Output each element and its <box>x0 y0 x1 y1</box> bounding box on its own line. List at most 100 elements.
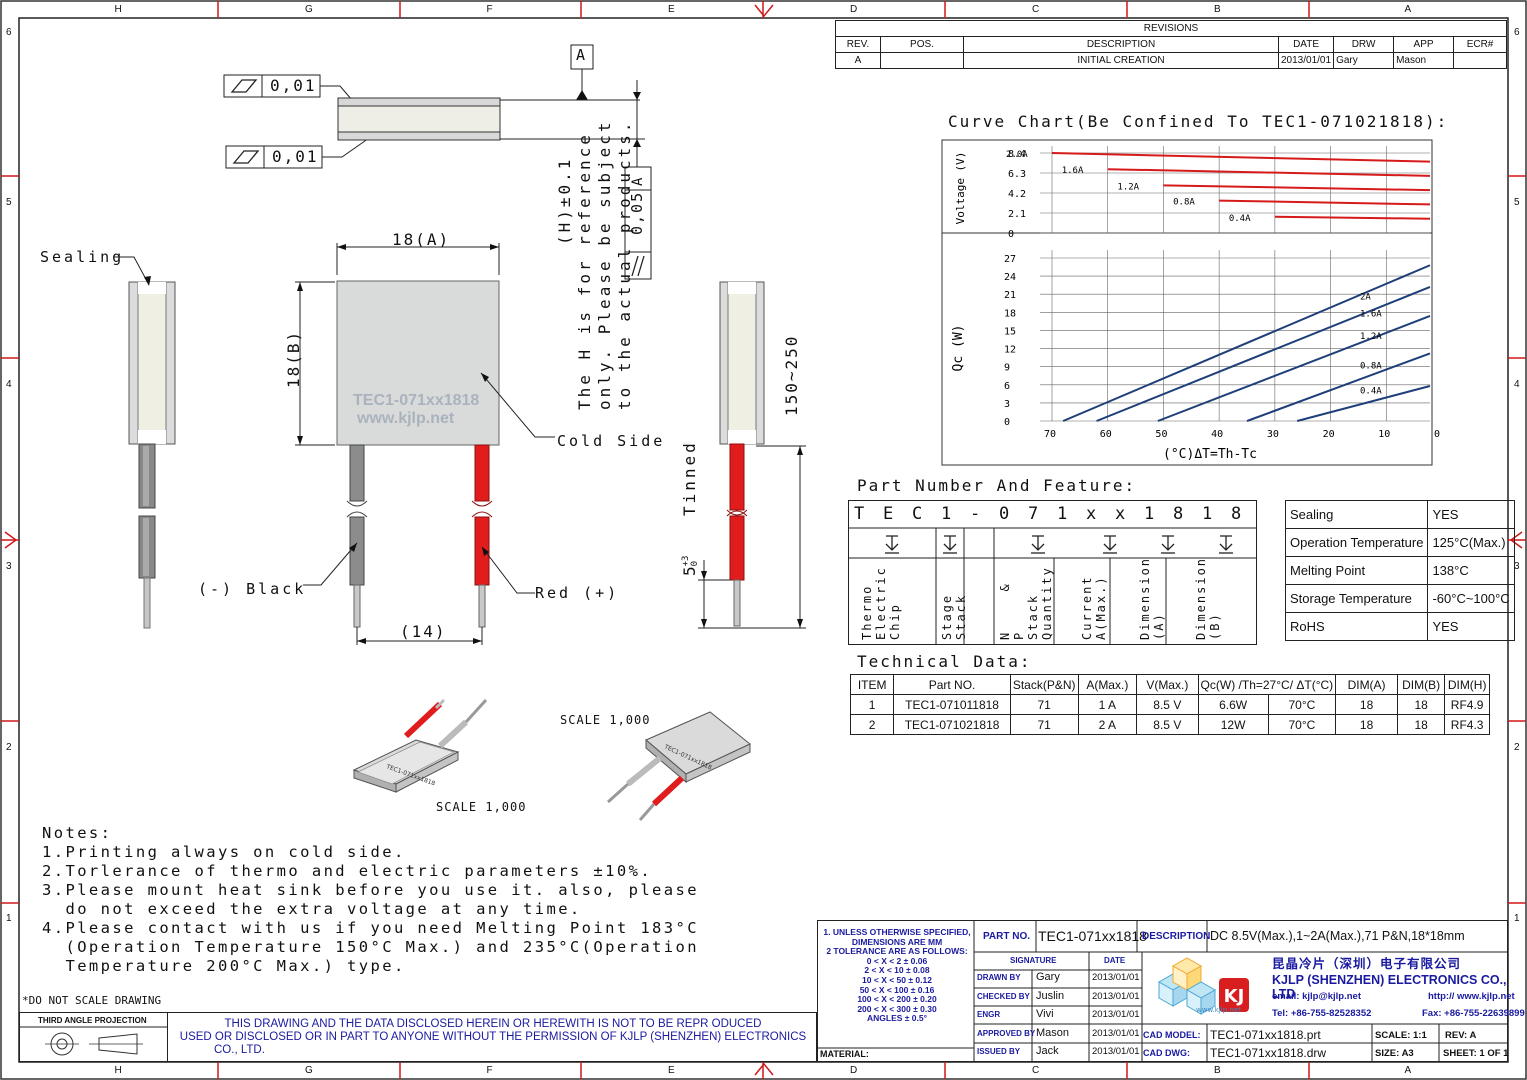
sign-name: Gary <box>1036 971 1060 983</box>
zone-column-label: F <box>486 1065 493 1076</box>
tolerance-line: 2 < X < 10 ± 0.08 <box>864 965 930 976</box>
signature-label: SIGNATURE <box>1010 956 1057 965</box>
feature-value: 138°C <box>1427 556 1515 585</box>
part-number-group-label: Dimension (B) <box>1194 556 1222 640</box>
feature-name: Storage Temperature <box>1284 584 1429 613</box>
qc-tick-label: 27 <box>1004 254 1016 265</box>
qc-tick-label: 3 <box>1004 399 1010 410</box>
voltage-series-line <box>1219 199 1431 206</box>
disclaimer-line: THIS DRAWING AND THE DATA DISCLOSED HERE… <box>224 1018 762 1030</box>
tech-cell: 71 <box>1009 694 1079 715</box>
part-number-character: C <box>912 504 923 524</box>
black-wire-label: (-) Black <box>198 580 307 598</box>
cad-model-value: TEC1-071xx1818.prt <box>1210 1028 1321 1042</box>
technical-data-title: Technical Data: <box>857 652 1032 671</box>
part-number-character: 0 <box>999 504 1010 524</box>
qc-tick-label: 0 <box>1004 417 1010 428</box>
dim-wire-length: 150~250 <box>782 334 801 416</box>
zone-column-label: A <box>1404 1065 1412 1076</box>
sign-date: 2013/01/01 <box>1092 972 1140 983</box>
part-number-character: x <box>1115 504 1126 524</box>
dt-tick-label: 40 <box>1211 429 1223 440</box>
qc-series-line <box>1096 286 1431 422</box>
sign-role: DRAWN BY <box>977 973 1021 982</box>
part-number-character: 1 <box>1144 504 1155 524</box>
part-number-character: 8 <box>1173 504 1184 524</box>
zone-column-label: B <box>1214 1065 1221 1076</box>
voltage-tick-label: 2.1 <box>1008 209 1026 220</box>
qc-series-label: 1.2A <box>1360 332 1382 342</box>
zone-row-label: 3 <box>6 560 12 572</box>
tech-cell: TEC1-071011818 <box>893 694 1011 715</box>
front-view <box>295 243 555 645</box>
sign-date: 2013/01/01 <box>1092 990 1140 1002</box>
disclaimer: THIS DRAWING AND THE DATA DISCLOSED HERE… <box>168 1018 818 1057</box>
part-number-character: 1 <box>941 504 952 524</box>
feature-name: Operation Temperature <box>1284 528 1429 557</box>
part-number-character: E <box>883 504 894 524</box>
tech-cell: 8.5 V <box>1136 714 1199 735</box>
voltage-series-label: 1.2A <box>1117 182 1139 192</box>
module-print: TEC1-071xx1818 www.kjlp.net <box>353 392 479 428</box>
feature-name: RoHS <box>1284 612 1429 641</box>
qc-series-label: 1.6A <box>1360 309 1382 319</box>
tech-cell: 2 A <box>1077 714 1138 735</box>
dt-tick-label: 10 <box>1378 429 1390 440</box>
part-number-group-label: Thermo Electric Chip <box>860 566 902 640</box>
part-no-value: TEC1-071xx1818 <box>1038 928 1147 944</box>
company-name-en: KJLP (SHENZHEN) ELECTRONICS CO., LTD <box>1272 973 1507 1001</box>
zone-row-label: 2 <box>6 742 12 753</box>
qc-tick-label: 9 <box>1004 363 1010 374</box>
sign-role: ENGR <box>977 1010 1001 1019</box>
sign-role: ISSUED BY <box>977 1047 1021 1056</box>
zone-column-label: H <box>114 4 122 15</box>
dim-width-a: 18(A) <box>392 230 451 249</box>
sealing-leader <box>114 256 151 286</box>
tolerance-block: 1. UNLESS OTHERWISE SPECIFIED, DIMENSION… <box>822 927 972 1024</box>
voltage-tick-label: 0 <box>1008 229 1014 240</box>
tolerance-line: 200 < X < 300 ± 0.30 <box>857 1003 937 1014</box>
company-name-cn: 昆晶冷片（深圳）电子有限公司 <box>1272 956 1462 971</box>
feature-value: 125°C(Max.) <box>1427 528 1515 557</box>
qc-series-line <box>1246 352 1431 422</box>
part-no-label: PART NO. <box>983 931 1031 942</box>
flatness-value-bottom: 0,01 <box>272 147 319 166</box>
sign-name: Mason <box>1036 1026 1070 1039</box>
zone-row-label: 2 <box>1514 742 1520 753</box>
zone-row-label: 5 <box>6 197 12 208</box>
ecr-value <box>1453 52 1507 69</box>
zone-row-label: 4 <box>1514 379 1520 390</box>
tech-cell: 6.6W <box>1197 694 1269 715</box>
voltage-tick-label: 4.2 <box>1008 189 1026 200</box>
app-header: APP <box>1393 36 1455 53</box>
zone-row-label: 3 <box>1514 560 1520 572</box>
title-block-frame: KJ <box>817 920 1508 1062</box>
red-wire-label: Red (+) <box>535 584 620 602</box>
dt-tick-label: 60 <box>1100 429 1112 440</box>
tin-length-value: 5 <box>680 566 699 576</box>
dt-tick-label: 20 <box>1323 429 1335 440</box>
tech-cell: 70°C <box>1267 714 1337 735</box>
voltage-series-line <box>1274 215 1431 220</box>
revisions-title: REVISIONS <box>835 20 1507 37</box>
note-line: 1.Printing always on cold side. <box>42 843 406 861</box>
dt-tick-label: 70 <box>1044 429 1056 440</box>
dt-tick-label: 50 <box>1155 429 1167 440</box>
part-number-character: 1 <box>1057 504 1068 524</box>
note-line: 3.Please mount heat sink before you use … <box>42 881 699 899</box>
sign-name: Jack <box>1036 1045 1059 1057</box>
sign-role: APPROVED BY <box>977 1028 1036 1038</box>
size-value: SIZE: A3 <box>1375 1048 1414 1059</box>
disclaimer-line: CO., LTD. <box>214 1044 265 1056</box>
sign-role: CHECKED BY <box>977 991 1030 1001</box>
rev-value: REV: A <box>1445 1030 1477 1041</box>
app-value: Mason <box>1393 52 1455 69</box>
qc-tick-label: 24 <box>1004 272 1016 283</box>
qc-tick-label: 15 <box>1004 326 1016 337</box>
zone-column-label: B <box>1214 4 1221 15</box>
company-web: http:// www.kjlp.net <box>1428 991 1515 1002</box>
qc-tick-label: 6 <box>1004 381 1010 392</box>
bottom-left-frame <box>19 1012 817 1062</box>
